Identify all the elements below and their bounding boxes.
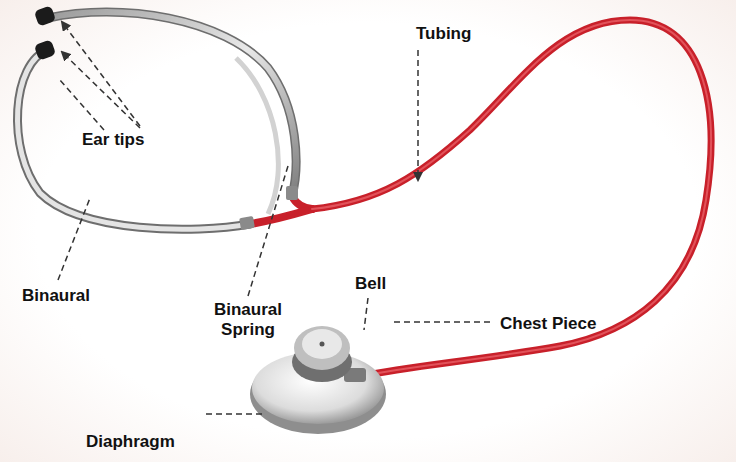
collar xyxy=(286,186,298,200)
collar xyxy=(239,216,255,230)
part-label: Bell xyxy=(355,274,386,294)
part-label: Binaural Spring xyxy=(200,300,296,340)
part-label: Tubing xyxy=(416,24,471,44)
part-label: Diaphragm xyxy=(86,432,175,452)
binaural-spring xyxy=(236,58,278,214)
y-tubing xyxy=(250,196,312,224)
chest-piece xyxy=(250,326,386,434)
leader-lines xyxy=(58,22,494,414)
part-label: Ear tips xyxy=(82,130,144,150)
binaural-tubes xyxy=(17,12,296,229)
tubing-highlight xyxy=(312,20,711,376)
tubing xyxy=(312,20,711,376)
part-label: Chest Piece xyxy=(500,314,596,334)
part-label: Binaural xyxy=(22,286,90,306)
ear-tips xyxy=(34,5,56,60)
